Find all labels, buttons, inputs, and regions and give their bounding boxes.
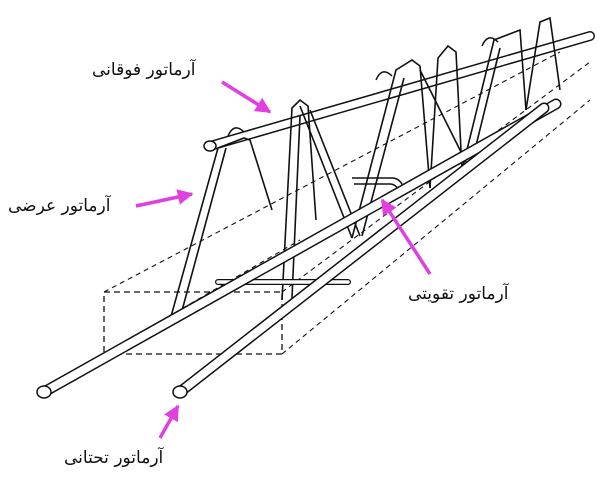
arrow-bottom-rebar bbox=[158, 404, 180, 439]
label-bottom-rebar: آرماتور تحتانی bbox=[64, 448, 164, 468]
arrow-top-rebar bbox=[221, 80, 272, 114]
annotation-arrows bbox=[135, 80, 432, 439]
label-cross-rebar: آرماتور عرضی bbox=[8, 196, 111, 216]
bottom-rebar-right bbox=[172, 102, 550, 399]
arrow-reinforcing-rebar bbox=[380, 198, 432, 275]
arrow-cross-rebar bbox=[135, 189, 194, 208]
label-top-rebar: آرماتور فوقانی bbox=[92, 60, 196, 80]
bottom-rebar-left bbox=[36, 98, 562, 399]
label-reinforcing-rebar: آرماتور تقویتی bbox=[408, 284, 509, 304]
top-chord-rebar bbox=[203, 31, 595, 152]
chord-rings bbox=[227, 37, 499, 137]
